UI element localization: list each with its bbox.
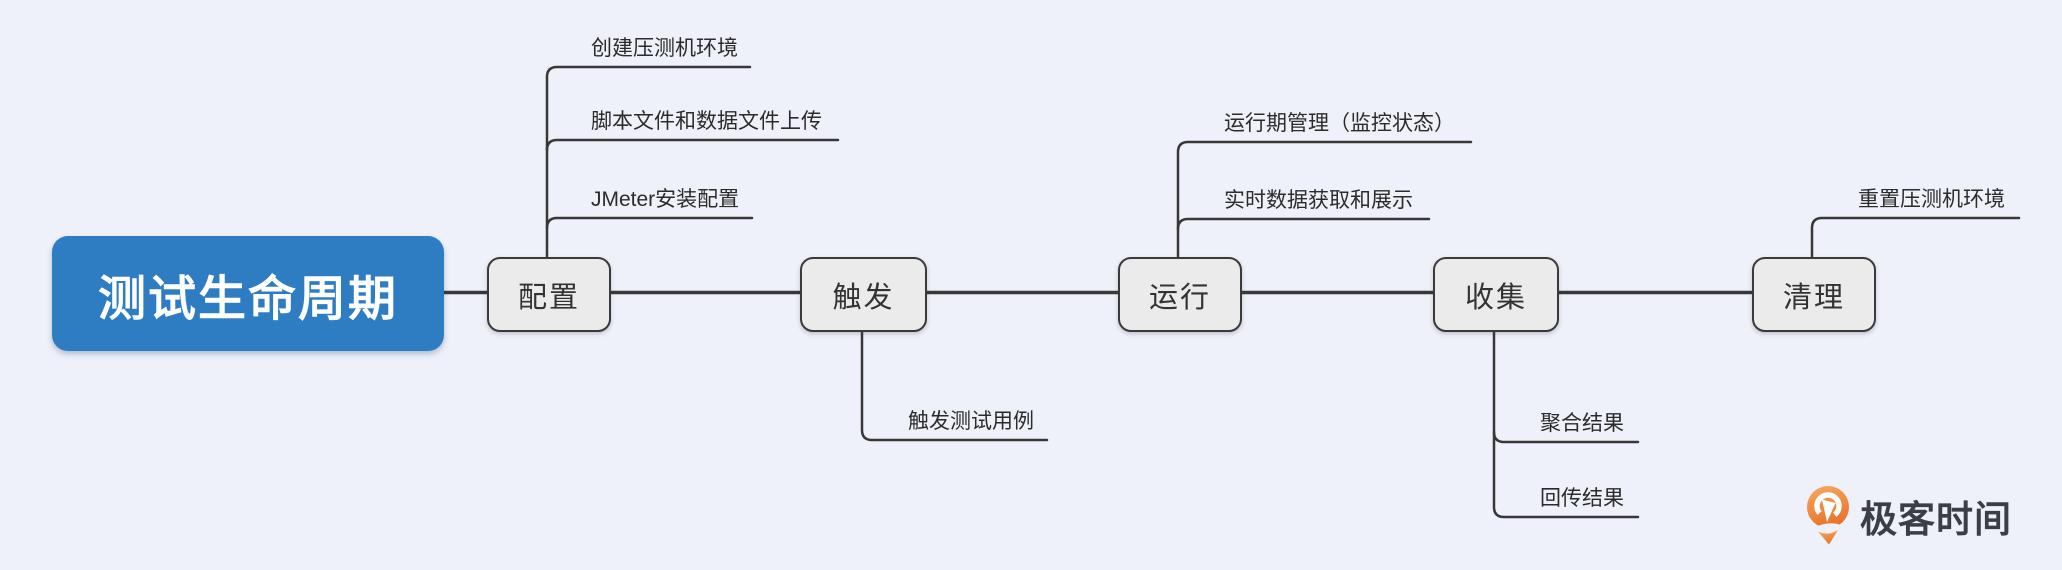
geektime-pin-icon [1807,486,1849,545]
stage-node-trigger[interactable]: 触发 [800,257,927,332]
trigger-branch-line-1 [860,324,1049,442]
cleanup-branch-line-1 [1810,216,2021,262]
subtopic-upload-script-and-data-files[interactable]: 脚本文件和数据文件上传 [591,110,822,133]
geektime-logo-text: 极客时间 [1860,499,2012,540]
subtopic-runtime-management-monitoring[interactable]: 运行期管理（监控状态） [1224,112,1455,135]
geektime-watermark: 极客时间 [1806,486,2012,546]
subtopic-jmeter-install-config[interactable]: JMeter安装配置 [591,188,740,211]
stage-node-configure[interactable]: 配置 [487,257,611,332]
run-branch-line-1 [1176,140,1473,262]
subtopic-aggregate-results[interactable]: 聚合结果 [1540,412,1624,435]
stage-node-run[interactable]: 运行 [1118,257,1242,332]
collect-branch-line-1 [1492,430,1640,444]
stage-node-cleanup[interactable]: 清理 [1752,257,1876,332]
stage-node-collect[interactable]: 收集 [1433,257,1559,332]
configure-branch-line-2 [545,138,840,152]
subtopic-reset-stress-machine-env[interactable]: 重置压测机环境 [1858,188,2005,211]
run-branch-line-2 [1176,217,1431,231]
subtopic-trigger-test-case[interactable]: 触发测试用例 [908,410,1034,433]
collect-branch-line-2 [1492,324,1640,519]
root-node-test-lifecycle[interactable]: 测试生命周期 [52,236,444,351]
configure-branch-line-1 [545,65,752,262]
subtopic-create-stress-machine-env[interactable]: 创建压测机环境 [591,37,738,60]
configure-branch-line-3 [545,216,754,230]
subtopic-return-results[interactable]: 回传结果 [1540,487,1624,510]
subtopic-realtime-data-fetch-display[interactable]: 实时数据获取和展示 [1224,189,1413,212]
